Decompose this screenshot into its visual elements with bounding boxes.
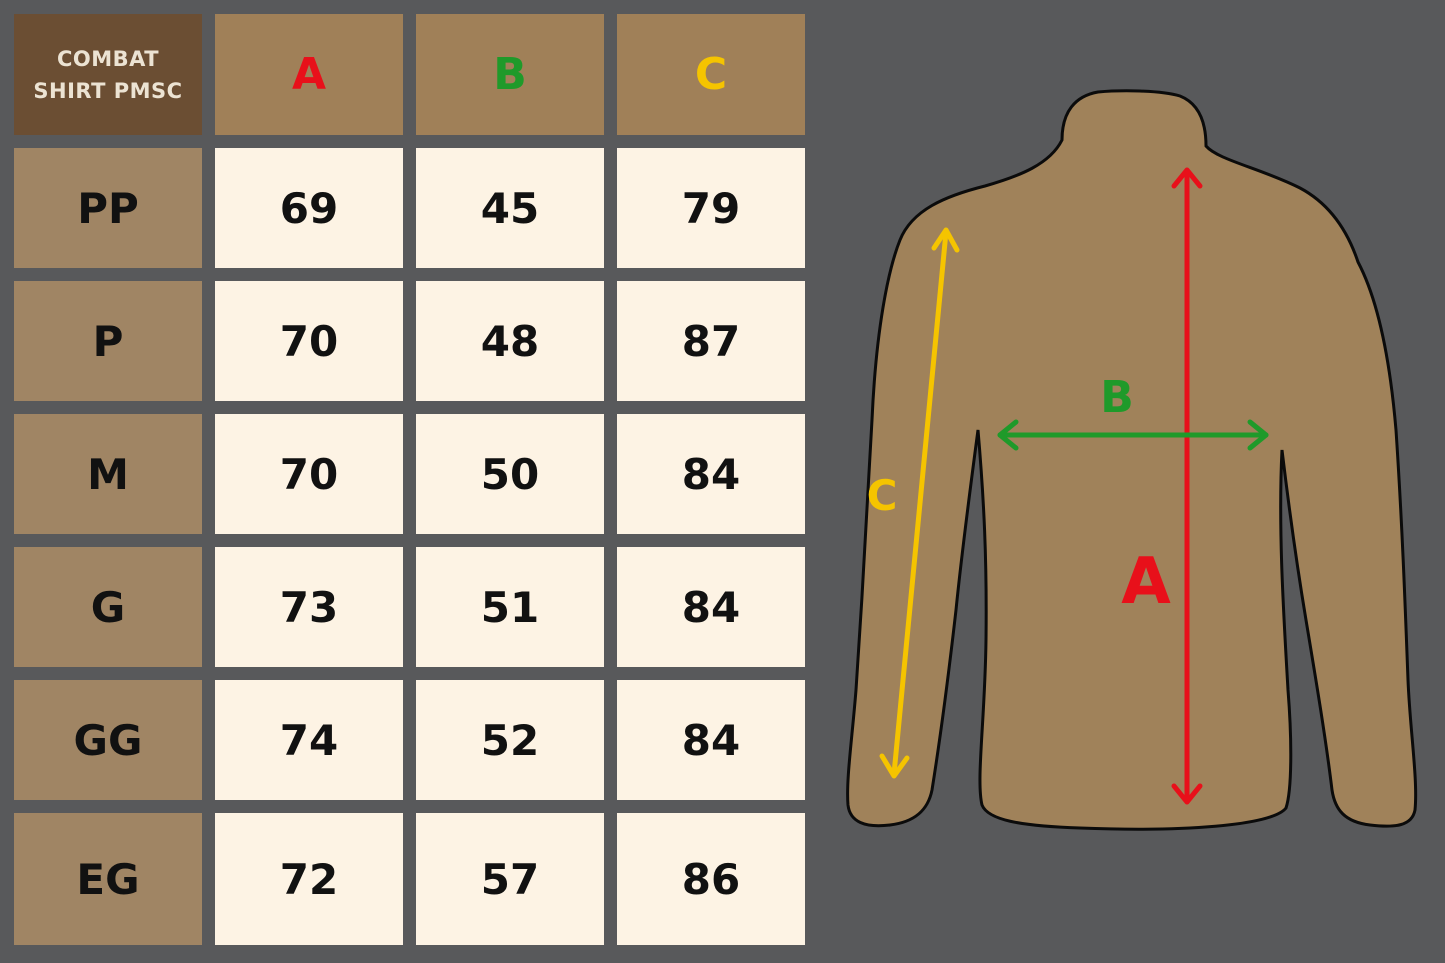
column-header-a: A [215, 14, 403, 135]
table-cell: 73 [215, 547, 403, 667]
column-header-b: B [416, 14, 604, 135]
diagram-label-c: C [867, 471, 898, 520]
table-cell: 74 [215, 680, 403, 800]
diagram-label-a: A [1121, 545, 1171, 619]
table-cell: 52 [416, 680, 604, 800]
table-cell: 87 [617, 281, 805, 401]
column-header-c: C [617, 14, 805, 135]
table-cell: 79 [617, 148, 805, 268]
size-label-gg: GG [14, 680, 202, 800]
size-label-g: G [14, 547, 202, 667]
size-label-p: P [14, 281, 202, 401]
table-cell: 84 [617, 414, 805, 534]
table-cell: 48 [416, 281, 604, 401]
table-cell: 69 [215, 148, 403, 268]
size-label-pp: PP [14, 148, 202, 268]
measurement-c-arrow [879, 227, 960, 779]
size-label-eg: EG [14, 813, 202, 945]
table-cell: 86 [617, 813, 805, 945]
shirt-silhouette [846, 89, 1418, 831]
table-cell: 70 [215, 414, 403, 534]
measurement-b-arrow [997, 419, 1269, 451]
table-cell: 51 [416, 547, 604, 667]
table-cell: 84 [617, 547, 805, 667]
size-label-m: M [14, 414, 202, 534]
corner-label-line-2: SHIRT PMSC [33, 78, 183, 103]
table-cell: 84 [617, 680, 805, 800]
diagram-label-b: B [1100, 372, 1134, 423]
table-cell: 45 [416, 148, 604, 268]
table-cell: 57 [416, 813, 604, 945]
table-cell: 70 [215, 281, 403, 401]
corner-label-line-1: COMBAT [56, 46, 160, 71]
table-cell: 50 [416, 414, 604, 534]
table-cell: 72 [215, 813, 403, 945]
measurement-a-arrow [1171, 167, 1203, 805]
table-corner-label: COMBAT SHIRT PMSC [14, 14, 202, 135]
